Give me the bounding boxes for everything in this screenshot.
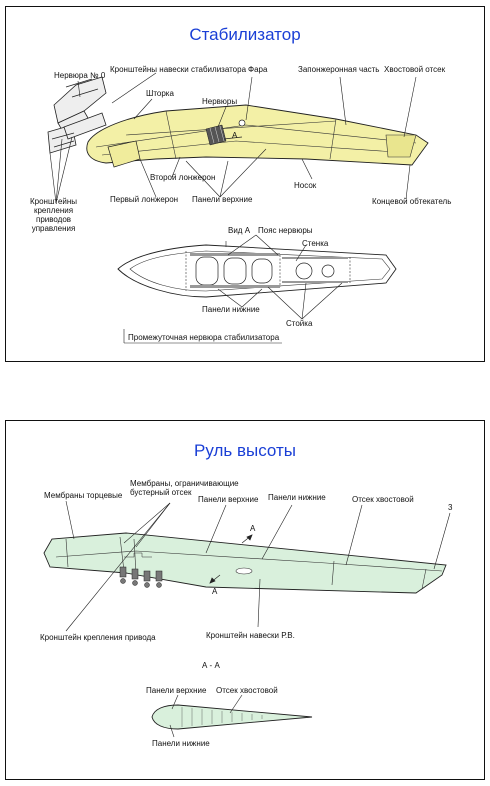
label-limit-membranes: Мембраны, ограничивающие бустерный отсек [130,479,239,497]
elevator-title: Руль высоты [194,441,296,460]
section-caption: Промежуточная нервюра стабилизатора [128,333,280,342]
label-nose: Носок [294,181,317,190]
section-aa-lower-panels: Панели нижние [152,739,210,748]
stabilizer-ribs-block [205,124,227,146]
label-tail-section: Отсек хвостовой [352,495,414,504]
label-number-3: 3 [448,503,453,512]
stabilizer-title: Стабилизатор [189,25,301,44]
section-posts: Стойка [286,319,313,328]
elevator-inner-lines [55,536,443,590]
elevator-drawing [43,500,451,738]
stabilizer-drawing [47,72,429,344]
label-spar-part: Запонжеронная часть [298,65,380,74]
label-upper-panels: Панели верхние [198,495,259,504]
rib-section-rivets [190,253,348,288]
stabilizer-root-structure [47,76,107,154]
label-rib0: Нервюра № 0 [54,71,106,80]
drive-brackets [119,566,163,588]
label-first-spar: Первый лонжерон [110,195,179,204]
section-aa-title: А - А [202,661,220,670]
elevator-section-hatch [181,707,263,727]
label-lower-panels: Панели нижние [268,493,326,502]
rib-section-inner [129,250,391,292]
elevator-planform [43,532,447,594]
elevator-leader-lines [65,500,451,632]
rib-section-holes [195,256,335,286]
section-markers [209,534,253,584]
label-control-brackets: Кронштейны крепления приводов управления [30,197,78,233]
section-leader-lines [123,234,343,344]
label-headlight: Фара [248,65,268,74]
headlight-icon [238,119,246,127]
label-hinge-bracket: Кронштейн навески Р.В. [206,631,295,640]
label-ribs: Нервюры [202,97,238,106]
label-end-membranes: Мембраны торцевые [44,491,123,500]
label-view-a-marker: А [232,131,238,140]
elevator-panel: Руль высоты [5,420,485,780]
section-rib-chord: Пояс нервюры [258,226,313,235]
label-second-spar: Второй лонжерон [150,173,216,182]
label-marker-a2: А [212,587,218,596]
stabilizer-leader-lines [49,72,417,204]
section-wall: Стенка [302,239,329,248]
label-flap: Шторка [146,89,174,98]
elevator-section-leaders [169,694,243,738]
label-marker-a1: А [250,524,256,533]
section-lower-panels: Панели нижние [202,305,260,314]
stabilizer-panel: Стабилизатор [5,6,485,362]
label-end-fairing: Концевой обтекатель [372,197,452,206]
label-upper-panels: Панели верхние [192,195,253,204]
view-a-arrow [223,136,243,140]
stabilizer-spar-lines [95,110,417,160]
label-drive-bracket: Кронштейн крепления привода [40,633,156,642]
label-brackets-mount: Кронштейны навески стабилизатора [110,65,247,74]
section-aa-upper-panels: Панели верхние [146,686,207,695]
section-view-label: Вид А [228,226,251,235]
label-tail-section: Хвостовой отсек [384,65,446,74]
section-aa-tail-section: Отсек хвостовой [216,686,278,695]
stabilizer-planform [86,104,429,166]
